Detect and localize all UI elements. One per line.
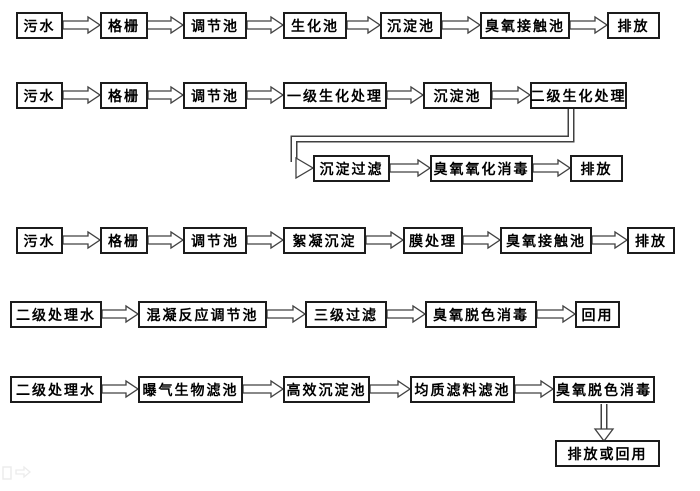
node-sedimentation-tank: 沉淀池 [423, 82, 492, 109]
flow-arrow-icon [369, 379, 412, 399]
node-coagulation-reaction-tank: 混凝反应调节池 [138, 301, 267, 328]
flow-arrow-icon [147, 85, 185, 105]
node-aerated-biofilter: 曝气生物滤池 [138, 376, 243, 403]
node-membrane-treatment: 膜处理 [403, 227, 463, 254]
node-ozone-oxidation-disinfection: 臭氧氧化消毒 [430, 155, 533, 182]
flow-arrow-icon [62, 15, 102, 35]
node-sewage: 污水 [16, 82, 63, 109]
flow-arrow-icon [491, 85, 532, 105]
down-arrow-icon [593, 404, 615, 443]
node-ozone-decolor-disinfection: 臭氧脱色消毒 [425, 301, 537, 328]
node-tertiary-filtration: 三级过滤 [305, 301, 387, 328]
flow-arrow-icon [462, 230, 502, 250]
flow-arrow-icon [441, 15, 482, 35]
node-secondary-effluent: 二级处理水 [10, 301, 102, 328]
node-regulating-tank: 调节池 [183, 12, 247, 39]
flow-arrow-icon [346, 15, 382, 35]
flow-arrow-icon [147, 230, 185, 250]
flow-arrow-icon [246, 85, 285, 105]
flow-arrow-icon [242, 379, 285, 399]
node-high-efficiency-sedimentation: 高效沉淀池 [283, 376, 370, 403]
node-bar-screen: 格栅 [100, 12, 148, 39]
node-discharge-or-reuse: 排放或回用 [555, 440, 660, 467]
node-primary-bio-treatment: 一级生化处理 [283, 82, 387, 109]
flow-arrow-icon [532, 158, 572, 178]
node-ozone-decolor-disinfection: 臭氧脱色消毒 [553, 376, 655, 403]
flow-arrow-icon [386, 85, 425, 105]
node-ozone-contact-tank: 臭氧接触池 [500, 227, 592, 254]
node-regulating-tank: 调节池 [183, 82, 247, 109]
flow-arrow-icon [365, 230, 405, 250]
flow-arrow-icon [62, 230, 102, 250]
flow-arrow-icon [101, 304, 140, 324]
flow-arrow-icon [514, 379, 555, 399]
node-regulating-tank: 调节池 [183, 227, 247, 254]
flow-arrow-icon [569, 15, 609, 35]
node-sewage: 污水 [16, 227, 63, 254]
flow-arrow-icon [266, 304, 307, 324]
flow-arrow-icon [386, 304, 427, 324]
node-bar-screen: 格栅 [100, 82, 148, 109]
node-discharge: 排放 [627, 227, 675, 254]
flow-arrow-icon [146, 15, 185, 35]
node-secondary-effluent: 二级处理水 [10, 376, 102, 403]
flow-arrow-icon [246, 230, 285, 250]
node-sewage: 污水 [16, 12, 63, 39]
node-sedimentation-filtration: 沉淀过滤 [313, 155, 390, 182]
node-homogeneous-media-filter: 均质滤料滤池 [410, 376, 515, 403]
node-ozone-contact-tank: 臭氧接触池 [480, 12, 570, 39]
flow-arrow-icon [591, 230, 629, 250]
flow-arrow-icon [62, 85, 102, 105]
elbow-connector-icon [290, 109, 575, 180]
node-discharge: 排放 [570, 155, 623, 182]
flow-arrow-icon [389, 158, 432, 178]
node-discharge: 排放 [607, 12, 660, 39]
flow-arrow-icon [246, 15, 285, 35]
node-bar-screen: 格栅 [100, 227, 148, 254]
node-biochemical-tank: 生化池 [283, 12, 347, 39]
node-secondary-bio-treatment: 二级生化处理 [530, 82, 627, 109]
flow-arrow-icon [101, 379, 140, 399]
flow-arrow-icon [536, 304, 577, 324]
node-sedimentation-tank: 沉淀池 [380, 12, 442, 39]
watermark-icon [2, 465, 32, 480]
node-flocculation-sedimentation: 絮凝沉淀 [283, 227, 366, 254]
node-reuse: 回用 [575, 301, 620, 328]
